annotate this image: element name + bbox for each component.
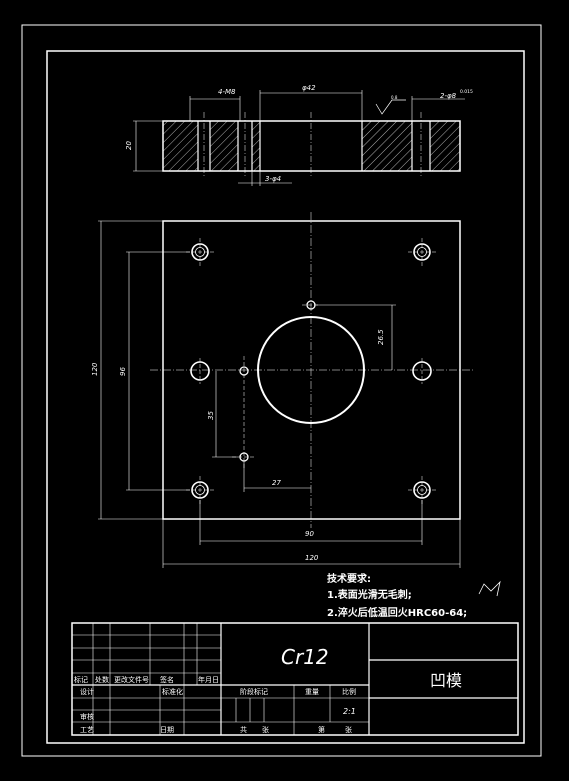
dim-height-96: 96: [119, 367, 127, 376]
section-view: [133, 90, 465, 186]
signature-mark: [478, 580, 501, 597]
tb-fenqu: 更改文件号: [114, 675, 149, 684]
roughness-value: 0.8: [391, 95, 398, 100]
tb-biaozhunhua: 标准化: [162, 687, 183, 696]
dim-2phi8-tol: 0.015: [460, 89, 473, 95]
tb-qianming: 签名: [160, 675, 174, 684]
tb-biaoji: 标记: [74, 675, 88, 684]
tb-gongyi: 工艺: [80, 726, 94, 734]
plan-view: [98, 212, 474, 568]
dim-2phi8: 2-φ8: [440, 92, 457, 100]
tb-zhang: 张: [262, 725, 269, 734]
dim-width-90: 90: [305, 530, 314, 538]
dim-height-120: 120: [91, 362, 99, 376]
notes-item-2: 2.淬火后低温回火HRC60-64;: [327, 606, 467, 619]
tb-zhang2: 张: [345, 725, 352, 734]
tb-pizhun: 日期: [160, 726, 174, 734]
notes-title: 技术要求:: [327, 572, 371, 585]
dim-26-5: 26.5: [377, 329, 385, 345]
tb-jieduan: 阶段标记: [240, 687, 268, 696]
tb-chushu: 处数: [95, 675, 109, 684]
outer-border: [21, 24, 542, 757]
notes-item-1: 1.表面光滑无毛刺;: [327, 588, 412, 601]
tb-sheji: 设计: [80, 687, 94, 696]
dim-3phi4: 3-φ4: [265, 175, 281, 183]
title-block: [71, 622, 519, 736]
inner-border: [46, 50, 525, 744]
dim-thickness: 20: [125, 141, 133, 150]
tb-bili: 比例: [342, 687, 356, 696]
tb-di: 第: [318, 725, 325, 734]
dim-35: 35: [207, 411, 215, 420]
dim-27: 27: [272, 479, 281, 487]
tb-riqi1: 年月日: [198, 675, 219, 684]
dim-4m8: 4-M8: [218, 88, 236, 96]
tb-gong: 共: [240, 725, 247, 734]
material-label: Cr12: [281, 645, 329, 669]
dim-phi42: φ42: [302, 84, 316, 92]
part-name: 凹模: [430, 671, 462, 690]
tb-shenhe: 审核: [80, 712, 94, 721]
dim-width-120: 120: [305, 554, 319, 562]
tb-zhongliang: 重量: [305, 688, 319, 696]
scale-value: 2:1: [343, 707, 356, 716]
